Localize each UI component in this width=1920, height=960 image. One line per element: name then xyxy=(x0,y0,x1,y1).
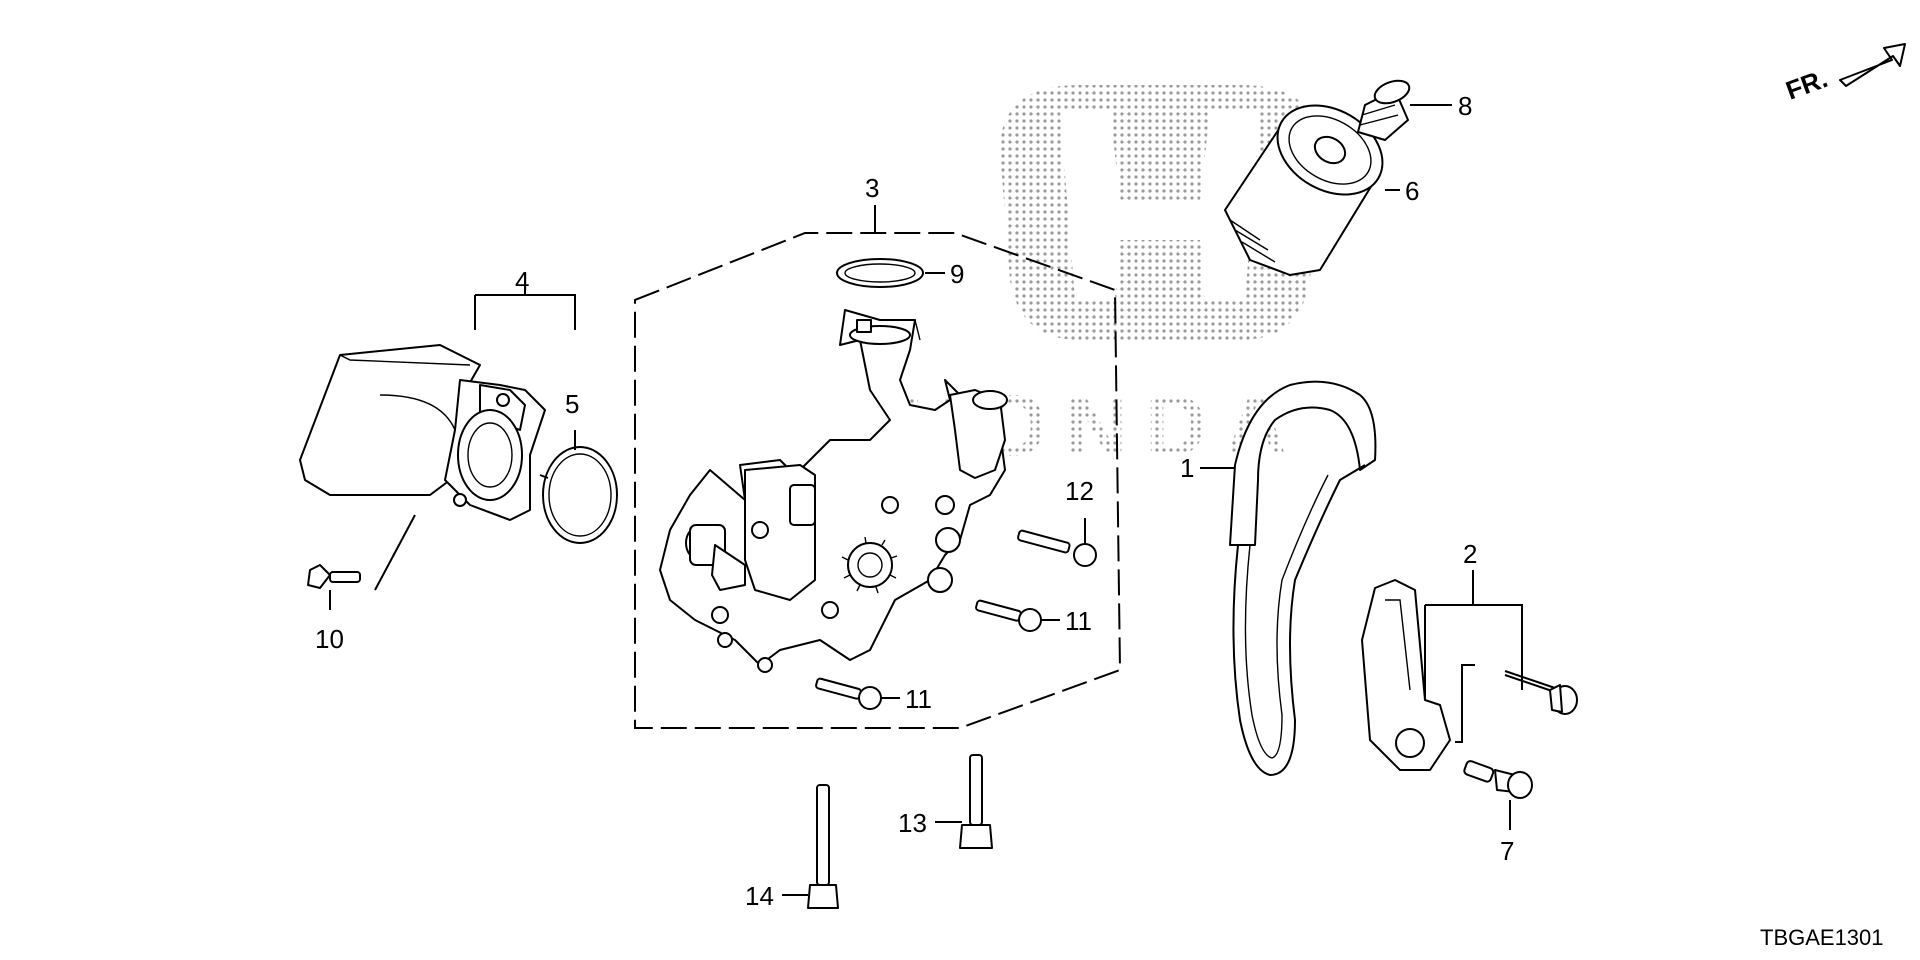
callout-9: 9 xyxy=(950,259,964,289)
tensioner-2 xyxy=(1361,570,1523,771)
oil-filter-6 xyxy=(1224,104,1400,276)
tensioner-bolt-upper xyxy=(1504,670,1578,715)
callout-10: 10 xyxy=(315,624,344,654)
bolt-11-b xyxy=(815,677,900,710)
callout-2: 2 xyxy=(1463,539,1477,569)
callout-13: 13 xyxy=(898,808,927,838)
o-ring-9 xyxy=(836,258,945,288)
timing-chain-1 xyxy=(1200,380,1377,777)
callout-4: 4 xyxy=(515,266,529,296)
bolt-7 xyxy=(1463,760,1533,830)
callout-3: 3 xyxy=(865,173,879,203)
bolt-10 xyxy=(307,514,416,610)
bolt-14 xyxy=(782,784,839,909)
callout-12: 12 xyxy=(1065,476,1094,506)
assembly-outline-3 xyxy=(634,232,1122,729)
callout-8: 8 xyxy=(1458,91,1472,121)
front-arrow-icon xyxy=(1839,43,1906,87)
callout-11-b: 11 xyxy=(905,684,932,714)
callout-labels: 1 2 3 4 5 6 7 8 9 10 11 11 12 13 14 xyxy=(315,91,1514,911)
callout-1: 1 xyxy=(1180,453,1194,483)
callout-5: 5 xyxy=(565,389,579,419)
oil-pump-3 xyxy=(659,309,1008,673)
callout-6: 6 xyxy=(1405,176,1419,206)
bolt-12 xyxy=(1017,518,1097,567)
callout-14: 14 xyxy=(745,881,774,911)
housing-4 xyxy=(299,290,576,521)
bolt-13 xyxy=(935,754,993,849)
gasket-5 xyxy=(539,430,618,544)
callout-11-a: 11 xyxy=(1065,606,1092,636)
front-direction-indicator: FR. xyxy=(1782,43,1906,106)
front-label: FR. xyxy=(1782,63,1832,106)
bolt-11-a xyxy=(975,599,1060,632)
callout-7: 7 xyxy=(1500,836,1514,866)
nipple-8 xyxy=(1357,79,1452,141)
diagram-code: TBGAE1301 xyxy=(1760,925,1884,950)
